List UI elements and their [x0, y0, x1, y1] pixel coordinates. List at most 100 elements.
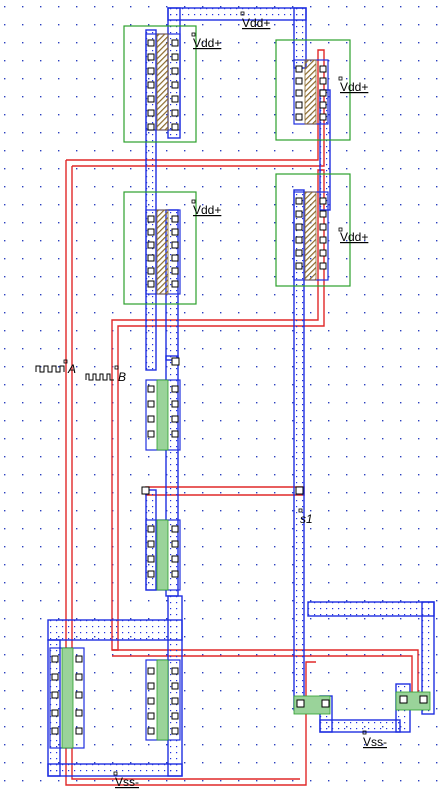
p-well-mid-left	[123, 191, 197, 305]
contact-square	[319, 101, 327, 109]
contact-square	[147, 109, 155, 117]
contact-square	[51, 727, 59, 735]
contact-square	[295, 262, 303, 270]
clock-pulse-icon	[35, 365, 65, 373]
contact-square	[295, 77, 303, 85]
metal-vss-left	[47, 763, 183, 777]
contact-square	[147, 215, 155, 223]
poly-layer	[65, 49, 419, 786]
contact-square	[147, 682, 155, 690]
contact-square	[147, 540, 155, 548]
contact-square	[295, 65, 303, 73]
contact-square	[51, 709, 59, 717]
contact-square	[171, 415, 179, 423]
p-well-upper-left	[123, 25, 197, 143]
contact-square	[171, 712, 179, 720]
contact-square	[171, 241, 179, 249]
nmos-center-lower	[145, 519, 181, 591]
contact-square	[75, 673, 83, 681]
contact-square	[295, 101, 303, 109]
contact-square	[147, 525, 155, 533]
contact-square	[147, 280, 155, 288]
vdd-label-4: Vdd+	[193, 203, 221, 217]
p-well-upper-right	[275, 39, 351, 141]
contact-square	[171, 95, 179, 103]
contact-group	[51, 39, 428, 735]
contact-square	[319, 65, 327, 73]
contact-square	[147, 430, 155, 438]
contact-square	[295, 197, 303, 205]
contact-square	[171, 697, 179, 705]
labels: Vdd+ Vdd+ Vdd+ Vdd+ Vdd+ A B s1 Vss- Vss…	[67, 16, 387, 789]
active-layer	[123, 25, 351, 305]
contact-square	[319, 236, 327, 244]
contact-square	[51, 691, 59, 699]
contact-square	[171, 228, 179, 236]
contact-square	[171, 280, 179, 288]
contact-square	[171, 555, 179, 563]
contact-square	[319, 89, 327, 97]
contact-square	[171, 215, 179, 223]
contact-square	[319, 249, 327, 257]
label-anchors	[63, 11, 367, 776]
metal-bottom-left-box	[47, 619, 183, 641]
contact-square	[147, 81, 155, 89]
contact-square	[295, 210, 303, 218]
contact-square	[147, 267, 155, 275]
contact-square	[171, 727, 179, 735]
contact-square	[319, 77, 327, 85]
pmos-upper-left	[145, 33, 181, 131]
vss-label-1: Vss-	[363, 735, 387, 749]
via-contact	[171, 357, 180, 366]
contact-square	[75, 709, 83, 717]
contact-square	[171, 540, 179, 548]
contact-square	[147, 53, 155, 61]
via-contact	[399, 695, 408, 704]
vdd-label-5: Vdd+	[340, 230, 368, 244]
contact-square	[295, 89, 303, 97]
contact-square	[171, 525, 179, 533]
contact-square	[319, 113, 327, 121]
contact-square	[295, 113, 303, 121]
metal-vdd-top	[167, 7, 307, 21]
contact-square	[147, 697, 155, 705]
via-contact	[419, 695, 428, 704]
metal-bottom-right-drop	[421, 601, 435, 715]
vss-label-2: Vss-	[115, 775, 139, 789]
node-s1-label: s1	[300, 512, 313, 526]
metal-left-upper	[145, 29, 157, 371]
poly-left-rail-inner	[71, 166, 300, 780]
contact-square	[295, 223, 303, 231]
pmos-upper-right	[293, 59, 329, 125]
via-contact	[141, 486, 150, 495]
contact-square	[147, 67, 155, 75]
contact-square	[147, 727, 155, 735]
contact-square	[295, 236, 303, 244]
contact-square	[319, 197, 327, 205]
contact-square	[171, 81, 179, 89]
nmos-center-upper	[145, 379, 181, 451]
contact-square	[147, 667, 155, 675]
contact-square	[147, 385, 155, 393]
input-b-label: B	[118, 370, 126, 384]
contact-square	[147, 712, 155, 720]
via-contact	[321, 699, 330, 708]
vdd-label-1: Vdd+	[242, 16, 270, 30]
contact-square	[171, 667, 179, 675]
contact-square	[171, 109, 179, 117]
contact-square	[319, 210, 327, 218]
contact-square	[171, 570, 179, 578]
contact-square	[75, 655, 83, 663]
poly-left-rail	[65, 160, 316, 786]
contact-square	[171, 254, 179, 262]
contact-square	[147, 123, 155, 131]
nmos-bottom-mid	[145, 659, 181, 741]
clock-pulse-icon	[85, 373, 114, 381]
metal-bottom-right-top	[307, 601, 435, 617]
vdd-label-3: Vdd+	[340, 80, 368, 94]
poly-top-link	[66, 49, 325, 167]
contact-square	[51, 655, 59, 663]
contact-square	[171, 123, 179, 131]
